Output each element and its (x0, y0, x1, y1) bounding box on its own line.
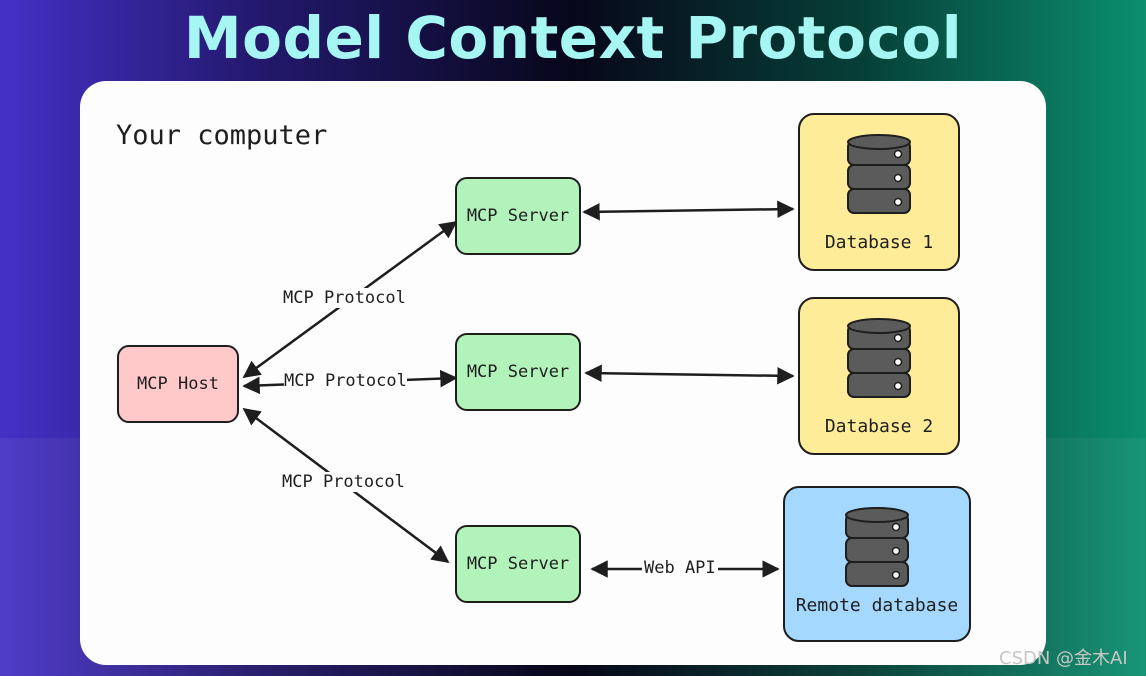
database-label-1: Database 1 (824, 232, 934, 253)
edge-label-web-api: Web API (642, 558, 718, 578)
database-node-2: Database 2 (798, 297, 960, 455)
edge-label-host-server1: MCP Protocol (283, 288, 406, 308)
panel-label: Your computer (116, 120, 328, 151)
arrow-server1-db1 (582, 200, 795, 221)
database-icon (847, 318, 911, 398)
database-node-1: Database 1 (798, 113, 960, 271)
watermark: CSDN @金木AI (999, 648, 1128, 669)
edge-label-host-server3: MCP Protocol (282, 472, 405, 492)
mcp-server-node-2: MCP Server (455, 333, 581, 411)
mcp-server-label-2: MCP Server (466, 362, 570, 382)
mcp-server-node-3: MCP Server (455, 525, 581, 603)
database-label-2: Database 2 (824, 416, 934, 437)
mcp-server-node-1: MCP Server (455, 177, 581, 255)
mcp-host-node: MCP Host (117, 345, 239, 423)
mcp-server-label-1: MCP Server (466, 206, 570, 226)
remote-database-label: Remote database (795, 595, 959, 616)
database-icon (847, 134, 911, 214)
remote-database-node: Remote database (783, 486, 971, 642)
mcp-host-label: MCP Host (137, 374, 219, 394)
page-title: Model Context Protocol (183, 4, 963, 72)
mcp-server-label-3: MCP Server (466, 554, 570, 574)
database-icon (845, 507, 909, 587)
arrow-server2-db2 (584, 364, 795, 385)
edge-label-host-server2: MCP Protocol (284, 371, 407, 391)
